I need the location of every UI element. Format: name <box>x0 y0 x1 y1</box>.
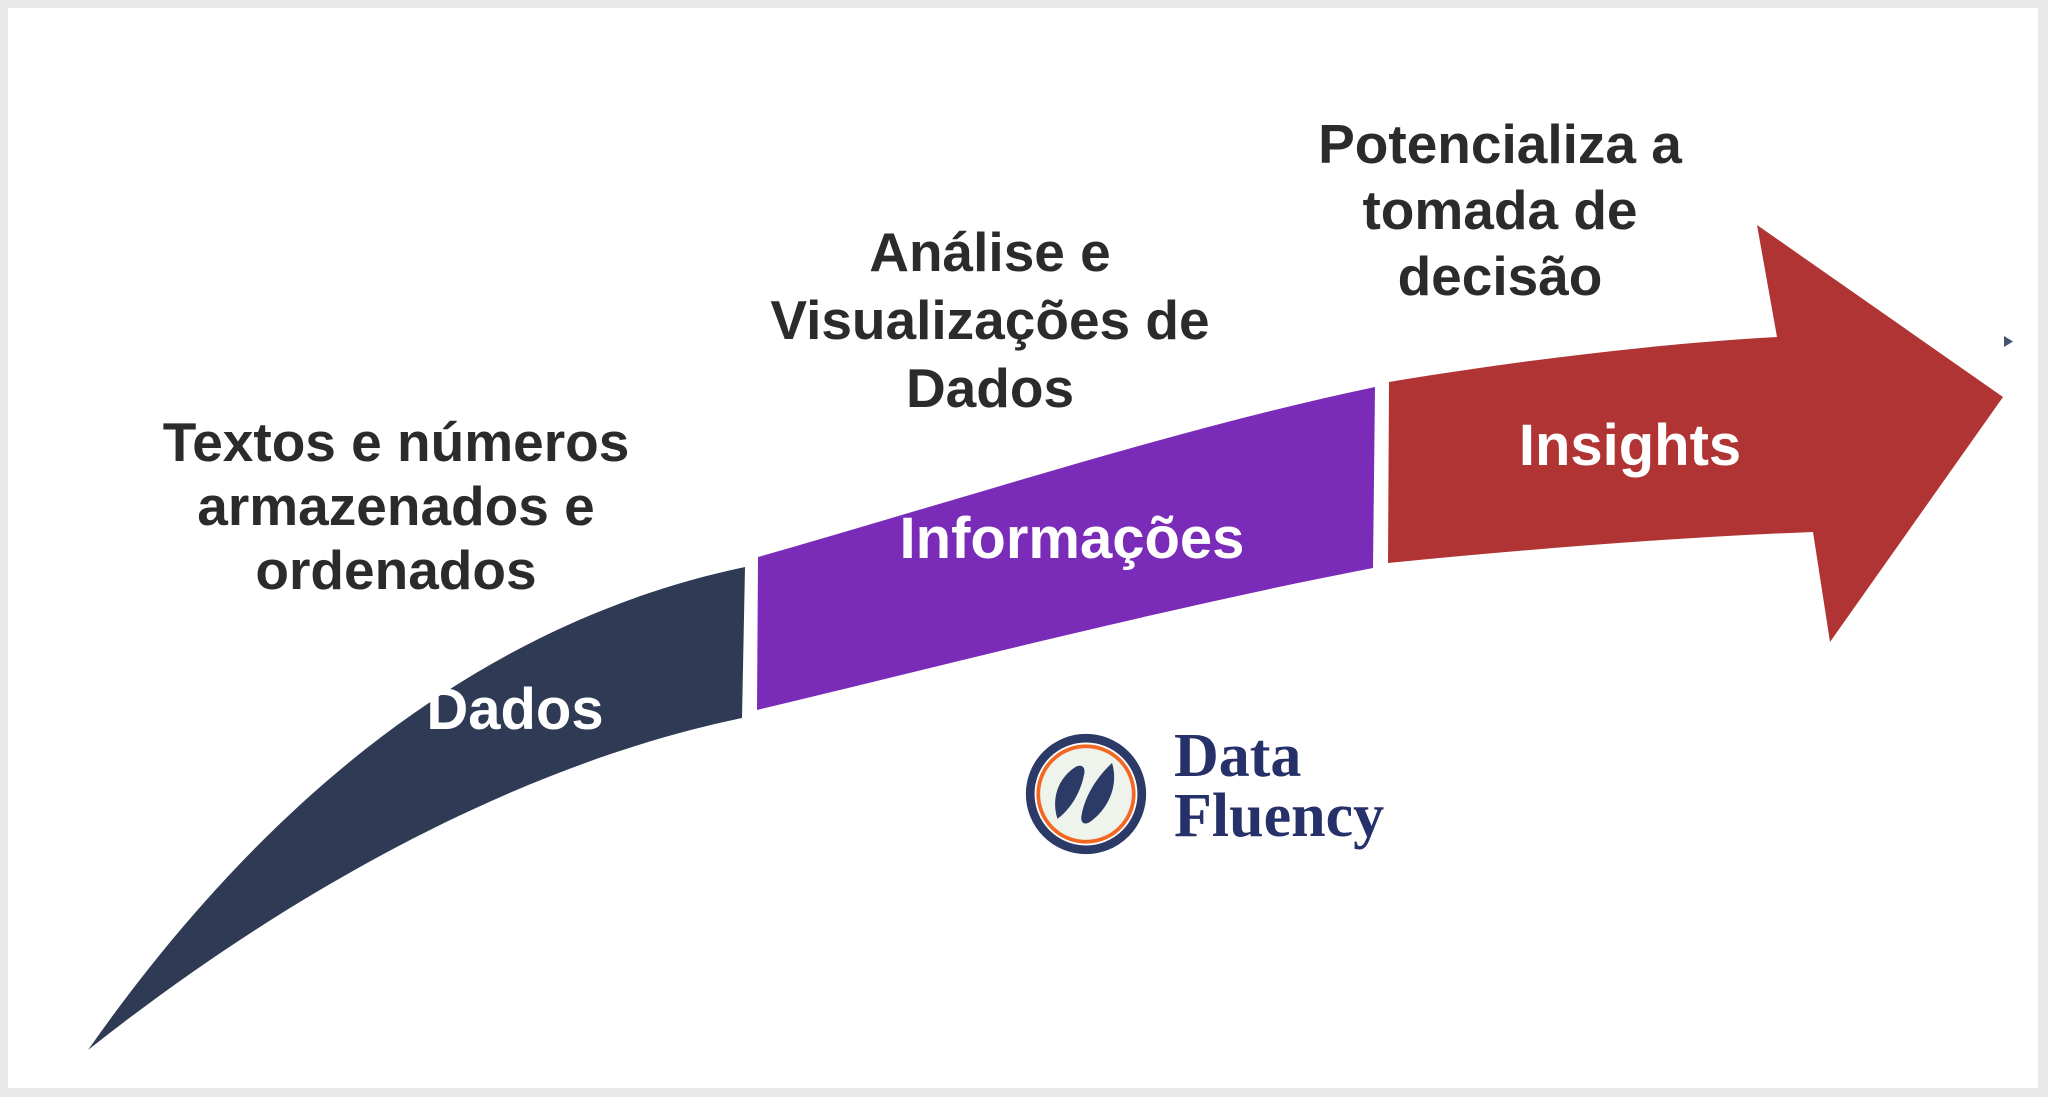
logo-leaf-left <box>1055 765 1085 819</box>
cursor-arrow-icon <box>2004 336 2013 347</box>
stage-dados-swoosh <box>88 567 745 1050</box>
data-fluency-logo-icon <box>1025 733 1147 855</box>
stage-label-insights: Insights <box>1518 413 1742 478</box>
stage-label-informacoes: Informações <box>899 506 1245 571</box>
stage-insights-arrow <box>1388 225 2003 642</box>
logo-leaf-right <box>1081 763 1115 824</box>
annotation-informacoes: Análise e Visualizações de Dados <box>770 221 1210 419</box>
logo-wordmark: Data Fluency <box>1174 722 1385 850</box>
data-fluency-logo: Data Fluency <box>1024 725 1384 856</box>
logo-outer-ring <box>1025 733 1147 855</box>
stage-label-dados: Dados <box>426 677 604 742</box>
stage-informacoes-swoosh <box>757 387 1375 710</box>
annotation-insights: Potencializa a tomada de decisão <box>1318 113 1682 307</box>
logo-accent-ring <box>1036 744 1136 844</box>
annotation-dados: Textos e números armazenados e ordenados <box>162 411 630 601</box>
